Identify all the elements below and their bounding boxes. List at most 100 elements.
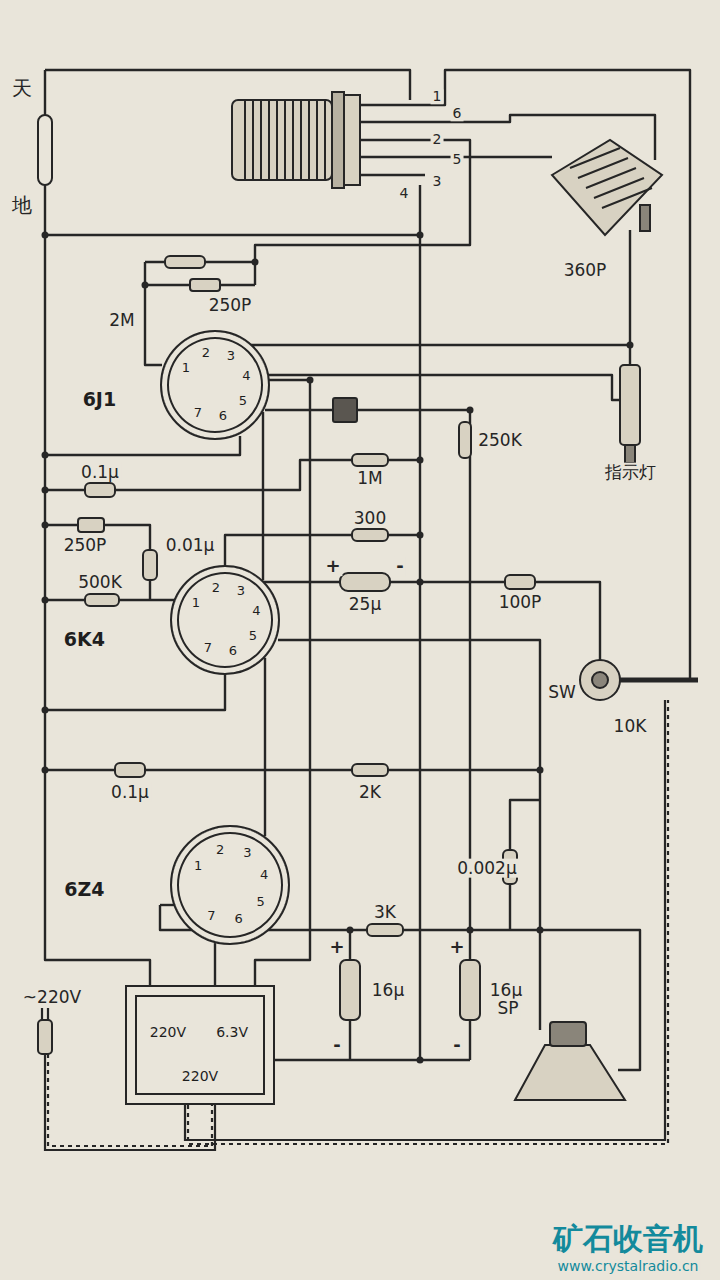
- watermark: 矿石收音机: [551, 1222, 705, 1255]
- component-body: [340, 960, 360, 1020]
- capacitor-value: 360P: [562, 261, 609, 280]
- component-body: [367, 924, 403, 936]
- shaft: [620, 678, 698, 683]
- wire: [419, 185, 421, 1060]
- component-body: [515, 1045, 625, 1100]
- wire: [278, 640, 540, 1030]
- resistor-value: 250K: [476, 431, 524, 450]
- junction-dot: [42, 597, 49, 604]
- coil-pin-number: 6: [451, 106, 464, 121]
- coil-pin-number: 3: [431, 174, 444, 189]
- junction-dot: [347, 927, 354, 934]
- pin-number: 5: [256, 895, 264, 909]
- capacitor-value: 0.1μ: [79, 463, 121, 482]
- wire: [629, 230, 631, 345]
- pin-number: 4: [260, 868, 268, 882]
- resistor-value: 1M: [355, 469, 384, 488]
- tube-name: 6K4: [64, 629, 105, 650]
- pin-number: 6: [219, 409, 227, 423]
- component-body: [460, 960, 480, 1020]
- junction-dot: [42, 232, 49, 239]
- component-body: [38, 115, 52, 185]
- junction-dot: [42, 452, 49, 459]
- component-body: [459, 422, 471, 458]
- variable-capacitor: [570, 148, 652, 208]
- wire-connector: [262, 412, 264, 580]
- junction-dot: [42, 522, 49, 529]
- shaft: [620, 678, 698, 683]
- wire: [145, 262, 162, 365]
- tube-name: 6Z4: [64, 879, 104, 900]
- component-body: [352, 764, 388, 776]
- resistor-value: 2M: [107, 311, 136, 330]
- pin-number: 7: [204, 641, 212, 655]
- junction-dot: [42, 707, 49, 714]
- wire: [45, 70, 690, 1070]
- capacitor-value: 16μ: [488, 981, 524, 1000]
- junction-dot: [537, 927, 544, 934]
- pin-number: 7: [194, 406, 202, 420]
- voltage-label: 220V: [182, 1070, 218, 1085]
- pin-number: 6: [229, 644, 237, 658]
- component-body: [340, 573, 390, 591]
- pin-number: 1: [182, 361, 190, 375]
- component-body: [165, 256, 205, 268]
- component-body: [620, 365, 640, 445]
- wire: [265, 410, 470, 930]
- junction-dot: [252, 259, 259, 266]
- capacitor-value: 25μ: [347, 595, 383, 614]
- wire: [45, 70, 150, 985]
- watermark: www.crystalradio.cn: [556, 1259, 701, 1274]
- capacitor-value: 16μ: [370, 981, 406, 1000]
- coil-pin-number: 1: [431, 89, 444, 104]
- polarity-mark: -: [394, 556, 405, 576]
- junction-dot: [42, 767, 49, 774]
- component-body: [550, 1022, 586, 1046]
- junction-dot: [417, 532, 424, 539]
- polarity-mark: +: [323, 556, 342, 576]
- wire: [262, 582, 600, 660]
- pin-number: 2: [216, 842, 224, 856]
- junction-dot: [627, 342, 634, 349]
- coil-drawing: [344, 95, 360, 185]
- lamp-label: 指示灯: [603, 463, 658, 482]
- wire-connector: [264, 658, 266, 837]
- component-body: [85, 594, 119, 606]
- pin-number: 1: [192, 596, 200, 610]
- transformer-box: 220V6.3V220V: [125, 985, 275, 1105]
- polarity-mark: -: [451, 1035, 462, 1055]
- wire: [360, 174, 425, 176]
- capacitor-value: 0.01μ: [164, 536, 217, 555]
- component-body: [190, 279, 220, 291]
- resistor-value: 500K: [76, 573, 124, 592]
- resistor-value: 2K: [357, 783, 383, 802]
- pin-number: 6: [235, 912, 243, 926]
- pin-number: 3: [227, 349, 235, 363]
- component-body: [115, 763, 145, 777]
- polarity-mark: +: [327, 937, 346, 957]
- capacitor-value: 250P: [62, 536, 109, 555]
- voltage-label: 6.3V: [216, 1026, 248, 1041]
- coil-pin-number: 5: [451, 152, 464, 167]
- coil-drawing: [232, 92, 360, 188]
- wire: [265, 375, 620, 400]
- capacitor-value: 250P: [207, 296, 254, 315]
- variable-capacitor: [552, 140, 662, 235]
- coil-pin-number: 4: [398, 186, 411, 201]
- component-body: [38, 115, 640, 1100]
- junction-dot: [42, 487, 49, 494]
- coil-drawing: [332, 92, 344, 188]
- potentiometer-value: 10K: [612, 717, 649, 736]
- polarity-mark: -: [331, 1035, 342, 1055]
- component-body: [38, 1020, 52, 1054]
- resistor-value: 300: [352, 509, 388, 528]
- tube-socket: 6J11234567: [160, 330, 270, 440]
- variable-capacitor: [552, 140, 662, 235]
- component-body: [592, 672, 608, 688]
- component-body: [505, 575, 535, 589]
- wire: [45, 672, 225, 710]
- variable-capacitor: [640, 205, 650, 231]
